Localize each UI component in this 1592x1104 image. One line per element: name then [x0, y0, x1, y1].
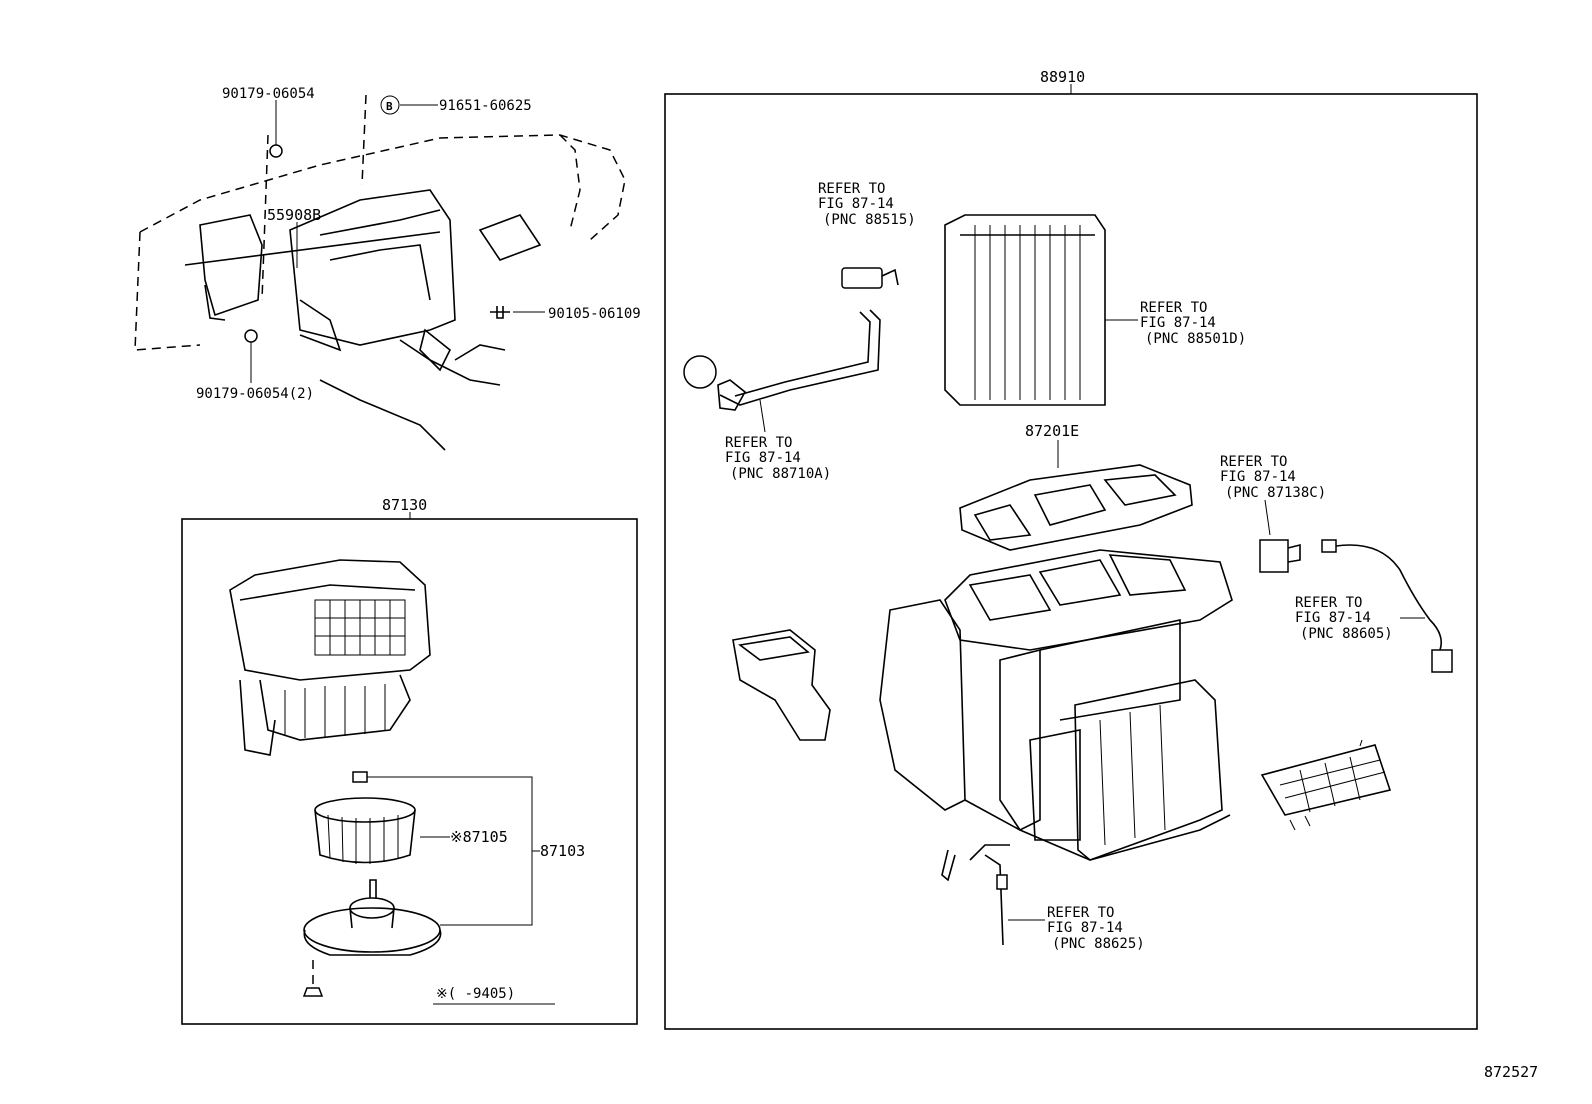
part-87103: 87103: [540, 842, 585, 860]
bolt-icon: [490, 306, 510, 319]
unit-assembly: 88910 87201E: [664, 68, 1478, 1030]
ref-88515-line1: REFER TO: [818, 181, 885, 197]
ref-88605-line3: (PNC 88605): [1300, 626, 1393, 642]
part-55908b: 55908B: [267, 206, 321, 224]
ref-87138c-line1: REFER TO: [1220, 454, 1287, 470]
ref-88710a: REFER TO FIG 87-14 (PNC 88710A): [725, 435, 831, 482]
ref-88625-line2: FIG 87-14: [1047, 920, 1123, 936]
ref-87138c: REFER TO FIG 87-14 (PNC 87138C): [1220, 454, 1326, 501]
part-87130: 87130: [382, 496, 427, 514]
nut-bottom-icon: [244, 329, 258, 343]
ref-88515-line2: FIG 87-14: [818, 196, 894, 212]
ref-88710a-line3: (PNC 88710A): [730, 466, 831, 482]
ref-88710a-line1: REFER TO: [725, 435, 792, 451]
ref-88501d-line2: FIG 87-14: [1140, 315, 1216, 331]
note-9405: ※( -9405): [436, 986, 515, 1002]
part-90105-06109: 90105-06109: [548, 306, 641, 322]
blower-assembly: 87130 ※87105 87103 ※( -9405): [181, 496, 638, 1025]
part-87105: ※87105: [450, 828, 508, 846]
figure-id: 872527: [1484, 1063, 1538, 1081]
part-91651-60625: 91651-60625: [439, 98, 532, 114]
bolt-b-marker-icon: [380, 95, 400, 115]
ref-88625-line1: REFER TO: [1047, 905, 1114, 921]
nut-top-icon: [269, 144, 283, 158]
ref-87138c-line2: FIG 87-14: [1220, 469, 1296, 485]
ref-88625-line3: (PNC 88625): [1052, 936, 1145, 952]
ref-88605-line2: FIG 87-14: [1295, 610, 1371, 626]
ref-88501d-line1: REFER TO: [1140, 300, 1207, 316]
ref-88501d-line3: (PNC 88501D): [1145, 331, 1246, 347]
ref-88515-line3: (PNC 88515): [823, 212, 916, 228]
ref-88605: REFER TO FIG 87-14 (PNC 88605): [1295, 595, 1393, 642]
ref-88625: REFER TO FIG 87-14 (PNC 88625): [1047, 905, 1145, 952]
ref-87138c-line3: (PNC 87138C): [1225, 485, 1326, 501]
bolt-b-letter: B: [386, 100, 393, 113]
part-88910: 88910: [1040, 68, 1085, 86]
ref-88710a-line2: FIG 87-14: [725, 450, 801, 466]
dashboard-assembly: B 90179-06054 91651-60625 55908B 90105-0…: [134, 86, 641, 451]
ref-88605-line1: REFER TO: [1295, 595, 1362, 611]
ref-88515: REFER TO FIG 87-14 (PNC 88515): [818, 181, 916, 228]
part-90179-06054-2: 90179-06054(2): [196, 386, 314, 402]
part-90179-06054-top: 90179-06054: [222, 86, 315, 102]
ref-88501d: REFER TO FIG 87-14 (PNC 88501D): [1140, 300, 1246, 347]
part-87201e: 87201E: [1025, 422, 1079, 440]
